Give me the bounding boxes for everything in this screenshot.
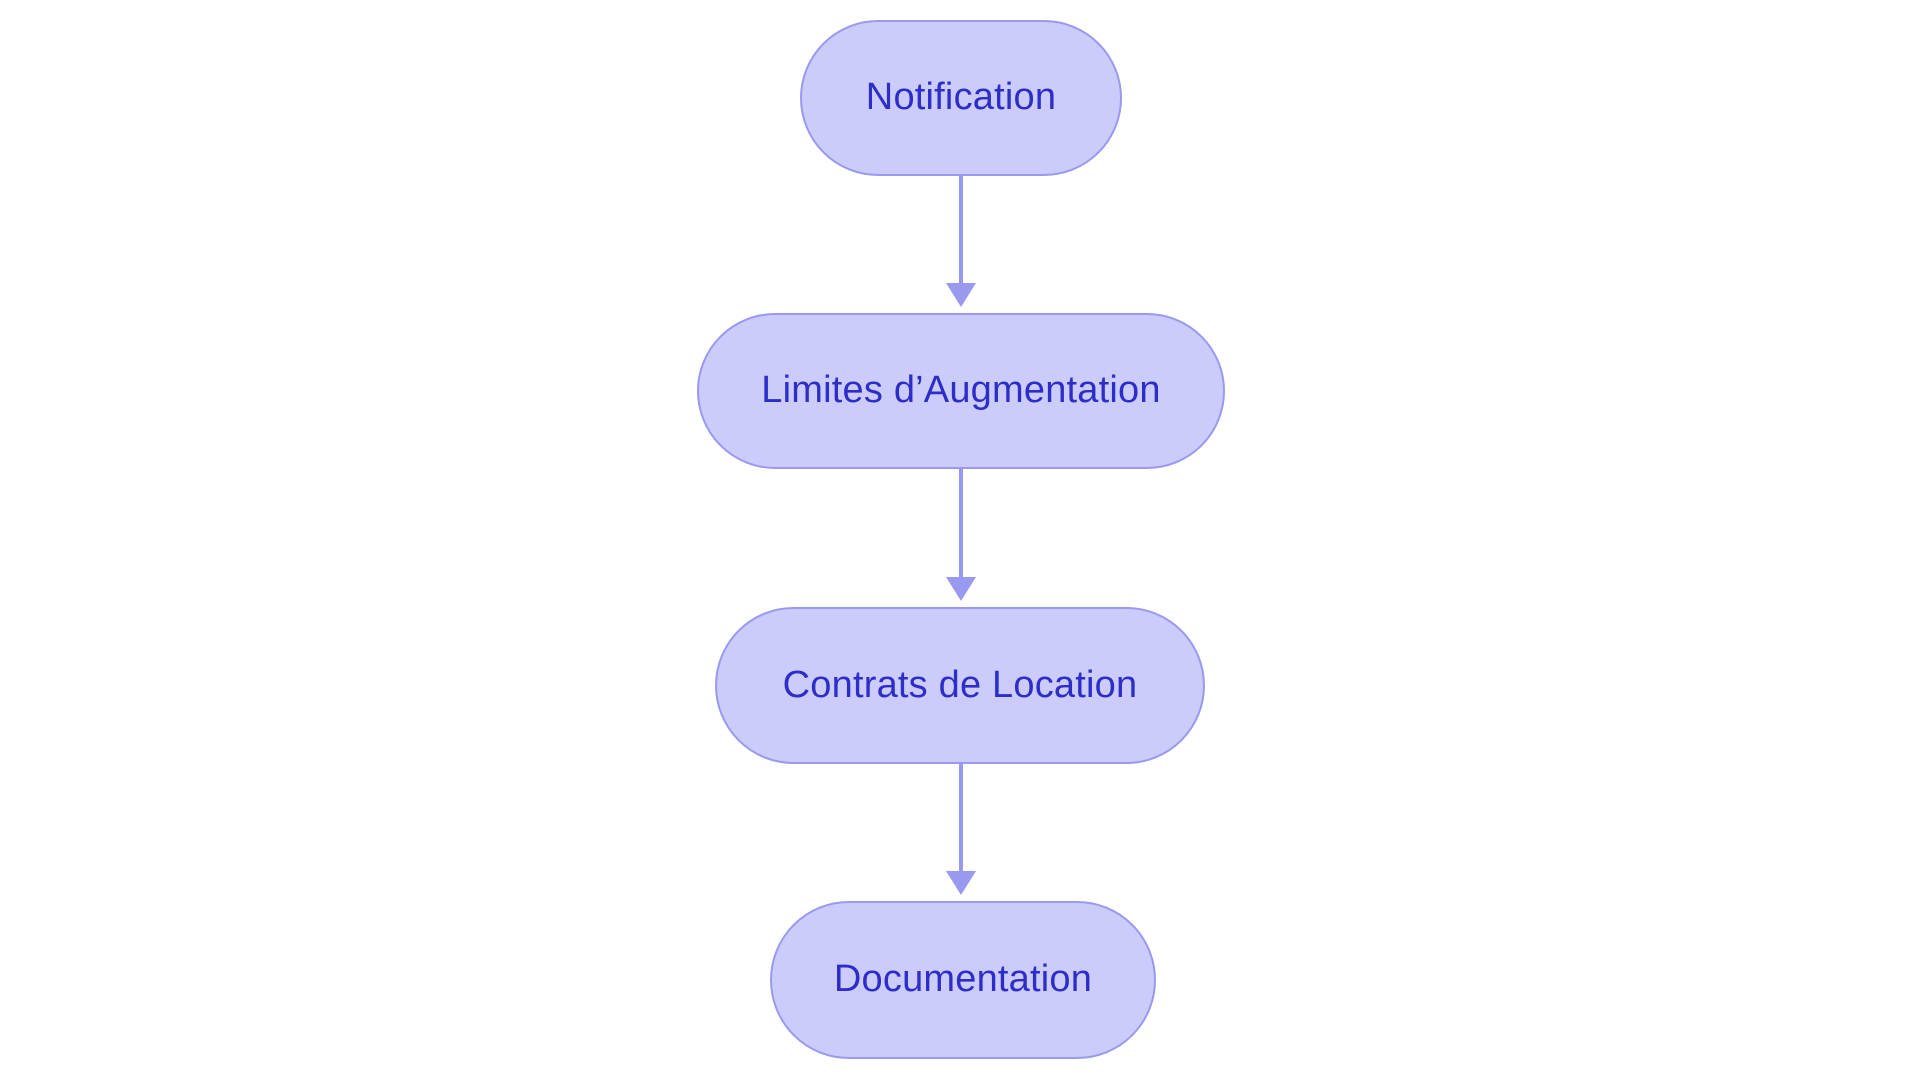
edge-limites-to-contrats (946, 469, 976, 601)
flow-node-limites-d-augmentation[interactable]: Limites d’Augmentation (697, 313, 1225, 469)
arrowhead-down-icon (946, 871, 976, 895)
arrowhead-down-icon (946, 577, 976, 601)
flow-node-contrats-de-location[interactable]: Contrats de Location (715, 607, 1205, 764)
edge-notification-to-limites (946, 176, 976, 307)
edge-contrats-to-documentation (946, 764, 976, 895)
flow-node-label: Documentation (833, 958, 1093, 1001)
arrowhead-down-icon (946, 283, 976, 307)
flow-node-documentation[interactable]: Documentation (770, 901, 1156, 1059)
flow-node-notification[interactable]: Notification (800, 20, 1122, 176)
flow-node-label: Notification (865, 76, 1057, 119)
flow-node-label: Limites d’Augmentation (761, 369, 1161, 412)
flow-node-label: Contrats de Location (782, 663, 1138, 706)
